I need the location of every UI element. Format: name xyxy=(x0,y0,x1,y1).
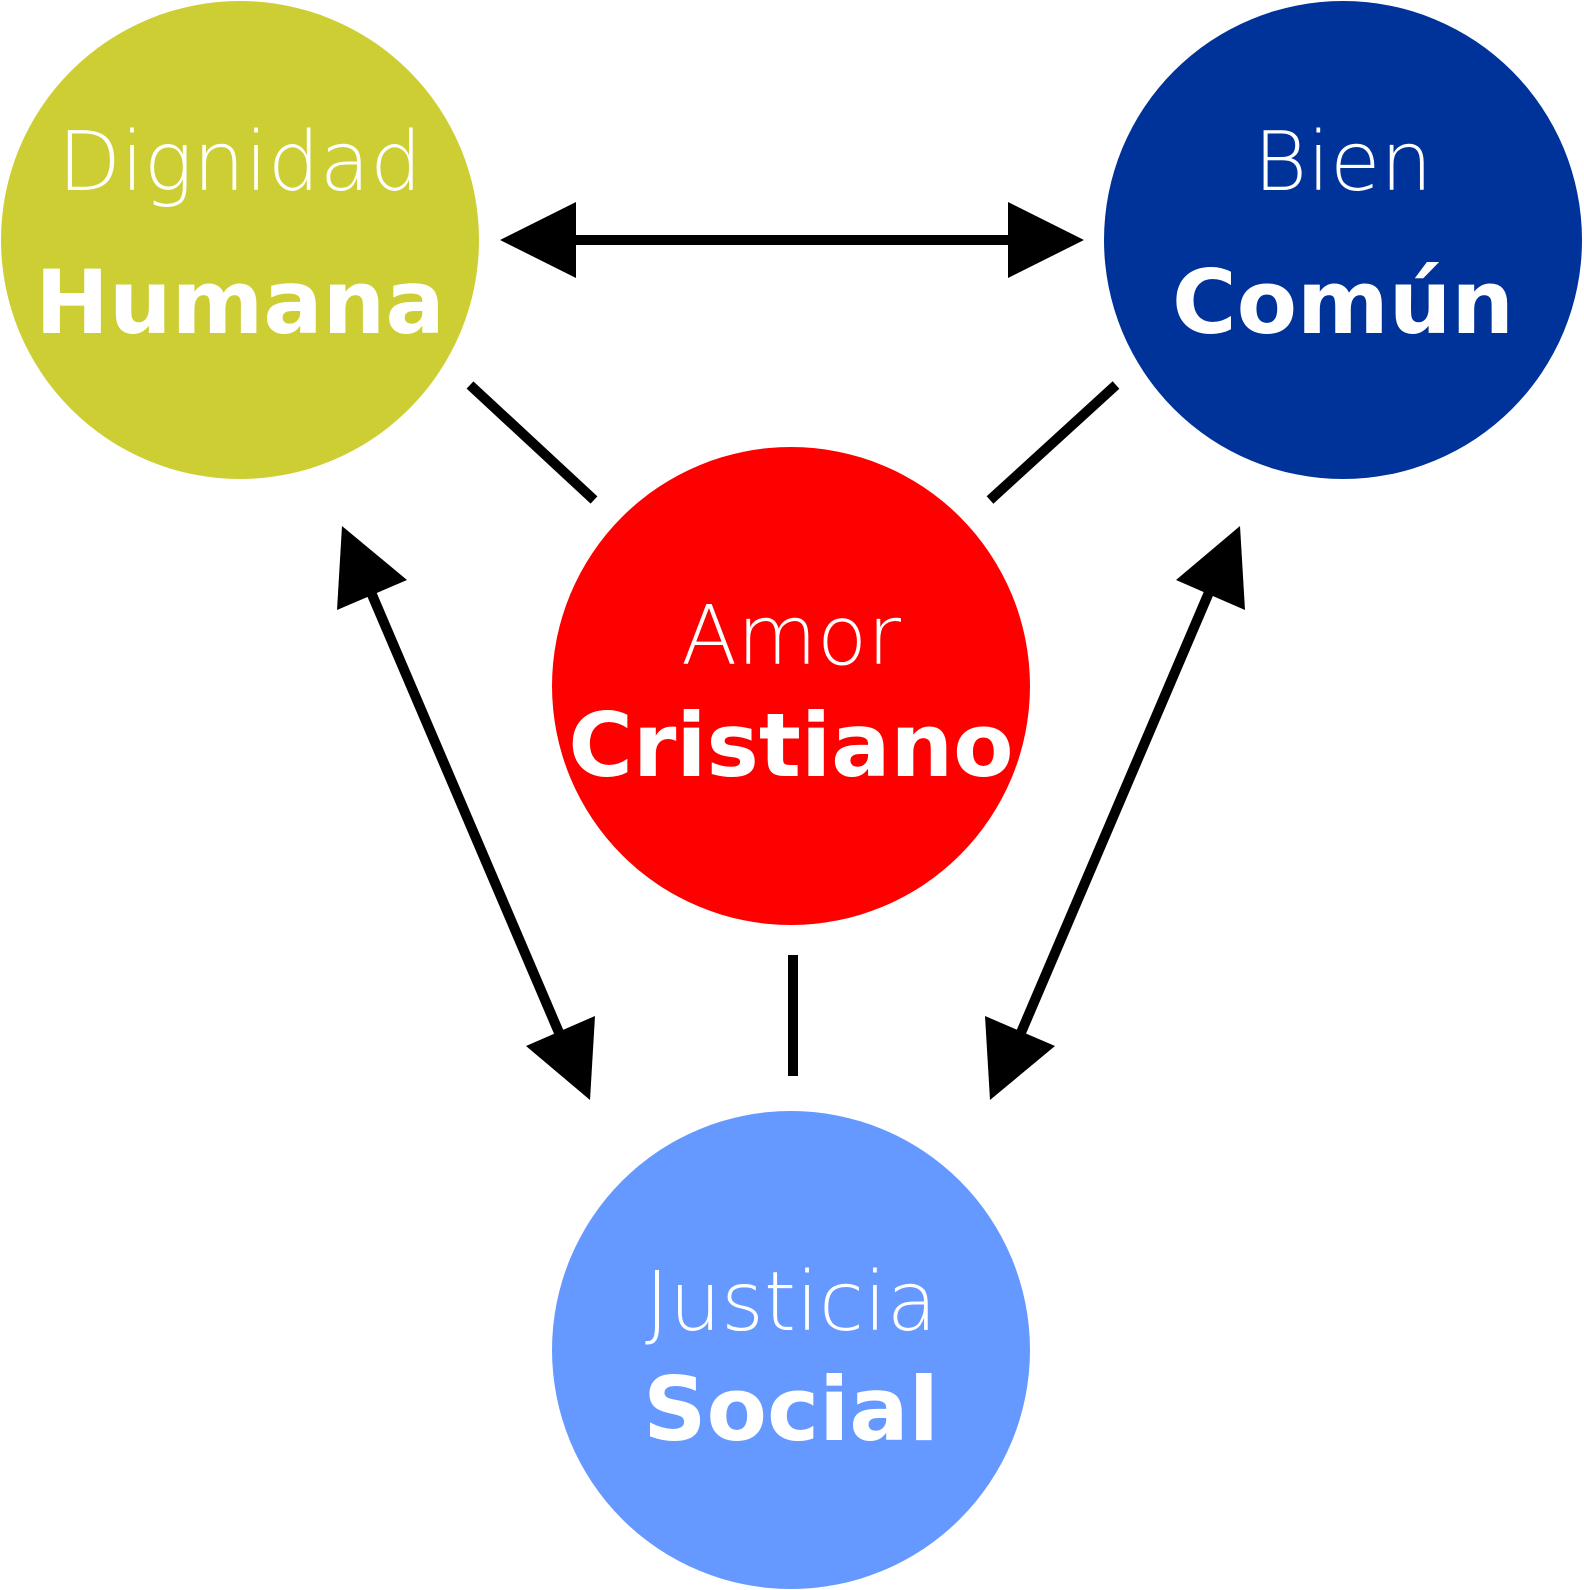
line-amor-dignidad xyxy=(466,381,598,504)
node-justicia-line2: Social xyxy=(643,1358,939,1461)
node-justicia-line1: Justicia xyxy=(645,1255,937,1350)
arrow-dignidad-justicia-head-bottom xyxy=(526,1016,595,1100)
arrow-bien-justicia-shaft xyxy=(1015,588,1215,1037)
node-bien-line2: Común xyxy=(1172,251,1514,354)
arrow-dignidad-bien-head-left xyxy=(500,202,576,278)
arrow-dignidad-bien-head-right xyxy=(1008,202,1084,278)
arrow-bien-justicia-head-top xyxy=(1176,526,1245,610)
node-bien-circle xyxy=(1104,1,1582,479)
node-dignidad-line1: Dignidad xyxy=(58,115,422,210)
line-amor-bien xyxy=(986,381,1120,504)
node-dignidad-line2: Humana xyxy=(35,251,444,354)
node-amor-line2: Cristiano xyxy=(568,694,1013,797)
node-amor-circle xyxy=(552,447,1030,925)
node-justicia-circle xyxy=(552,1111,1030,1589)
arrow-dignidad-justicia-shaft xyxy=(365,588,565,1037)
arrow-dignidad-justicia-head-top xyxy=(337,526,407,610)
node-bien-line1: Bien xyxy=(1254,115,1433,210)
node-amor-line1: Amor xyxy=(681,589,901,684)
arrow-bien-justicia-head-bottom xyxy=(985,1016,1055,1100)
node-dignidad-circle xyxy=(1,1,479,479)
